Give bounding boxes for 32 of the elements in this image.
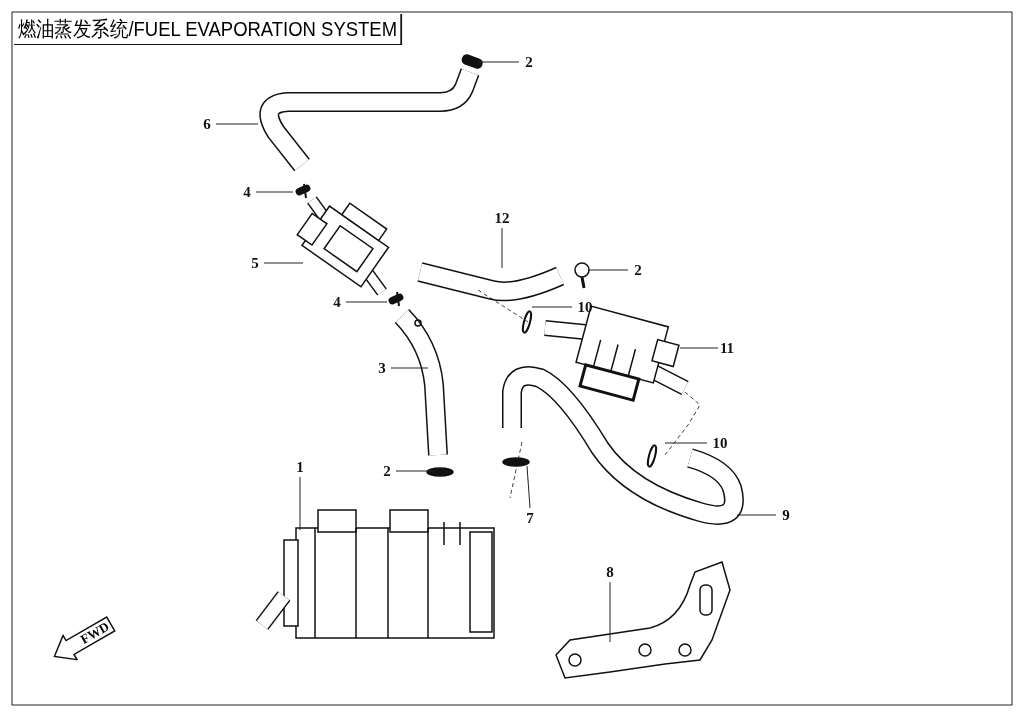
leader-line <box>526 465 531 509</box>
leader-line <box>299 476 301 531</box>
callout-number: 2 <box>383 463 391 479</box>
leader-line <box>664 442 708 444</box>
callout-number: 2 <box>634 262 642 278</box>
leader-line <box>609 581 611 643</box>
leader-line <box>501 227 503 269</box>
callout-number: 7 <box>526 510 534 526</box>
leader-line <box>587 269 629 271</box>
callout-number: 4 <box>243 184 251 200</box>
title: 燃油蒸发系统/FUEL EVAPORATION SYSTEM <box>14 14 403 45</box>
leader-line <box>679 347 719 349</box>
leader-line <box>395 470 436 472</box>
callout-number: 9 <box>782 507 790 523</box>
callout-number: 1 <box>296 459 304 475</box>
leader-line <box>390 367 429 369</box>
callout-number: 11 <box>719 340 735 356</box>
leader-line <box>263 262 304 264</box>
callout-number: 2 <box>525 54 533 70</box>
leader-line <box>736 514 777 516</box>
callout-number: 10 <box>712 435 728 451</box>
leader-line <box>477 61 520 63</box>
callout-number: 12 <box>494 210 510 226</box>
leader-line <box>215 123 259 125</box>
callout-number: 3 <box>378 360 386 376</box>
leader-line <box>345 301 388 303</box>
leader-line <box>531 306 573 308</box>
callout-number: 4 <box>333 294 341 310</box>
callout-number: 8 <box>606 564 614 580</box>
callout-number: 6 <box>203 116 211 132</box>
callout-number: 5 <box>251 255 259 271</box>
leader-line <box>255 191 294 193</box>
